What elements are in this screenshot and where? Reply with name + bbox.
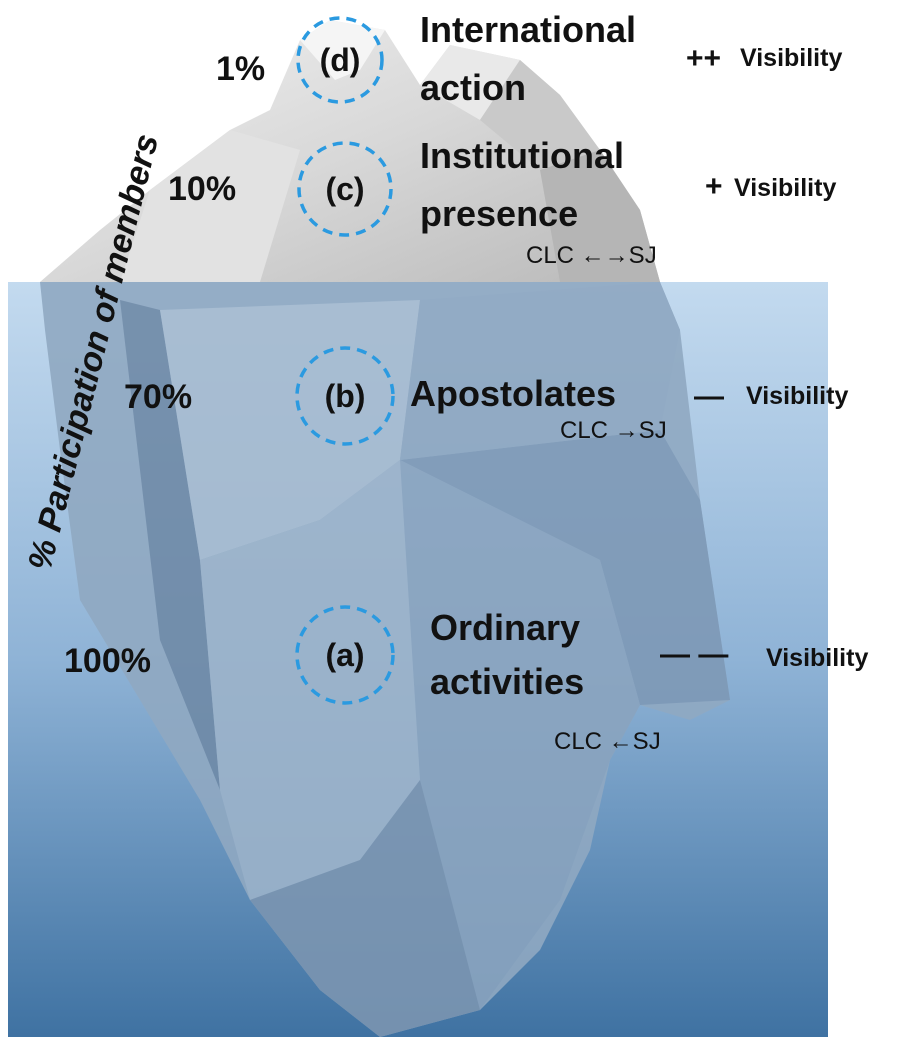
relation-b: CLC →SJ xyxy=(560,417,667,444)
visibility-label-a: Visibility xyxy=(766,644,868,672)
iceberg-submerged xyxy=(40,282,730,1037)
activity-d-line1: International xyxy=(420,9,636,50)
letter-b: (b) xyxy=(325,378,366,414)
visibility-label-d: Visibility xyxy=(740,44,842,72)
ring-b xyxy=(295,346,395,446)
relation-a: CLC ←SJ xyxy=(554,728,661,755)
percent-b: 70% xyxy=(124,378,192,416)
letter-a: (a) xyxy=(325,637,364,673)
iceberg-tip xyxy=(40,20,660,282)
visibility-symbol-a: — — xyxy=(660,638,728,671)
percent-c: 10% xyxy=(168,170,236,208)
visibility-label-c: Visibility xyxy=(734,174,836,202)
level-a: 100% (a) Ordinary activities — — Visibil… xyxy=(64,605,868,755)
letter-d: (d) xyxy=(320,42,361,78)
activity-a-line1: Ordinary xyxy=(430,607,580,648)
percent-d: 1% xyxy=(216,50,265,88)
activity-c-line2: presence xyxy=(420,193,578,234)
visibility-label-b: Visibility xyxy=(746,382,848,410)
relation-c: CLC ←→SJ xyxy=(526,242,657,269)
ring-c xyxy=(297,141,393,237)
visibility-symbol-b: — xyxy=(694,380,724,413)
ring-d xyxy=(296,16,384,104)
activity-d-line2: action xyxy=(420,67,526,108)
visibility-symbol-d: ++ xyxy=(686,42,721,75)
ring-a xyxy=(295,605,395,705)
percent-a: 100% xyxy=(64,642,151,680)
level-d: 1% (d) International action ++ Visibilit… xyxy=(216,9,842,108)
visibility-symbol-c: + xyxy=(705,170,723,203)
activity-a-line2: activities xyxy=(430,661,584,702)
level-c: 10% (c) Institutional presence + Visibil… xyxy=(168,135,836,269)
activity-c-line1: Institutional xyxy=(420,135,624,176)
letter-c: (c) xyxy=(325,171,364,207)
activity-b: Apostolates xyxy=(410,373,616,414)
level-b: 70% (b) Apostolates — Visibility CLC →SJ xyxy=(124,346,848,446)
